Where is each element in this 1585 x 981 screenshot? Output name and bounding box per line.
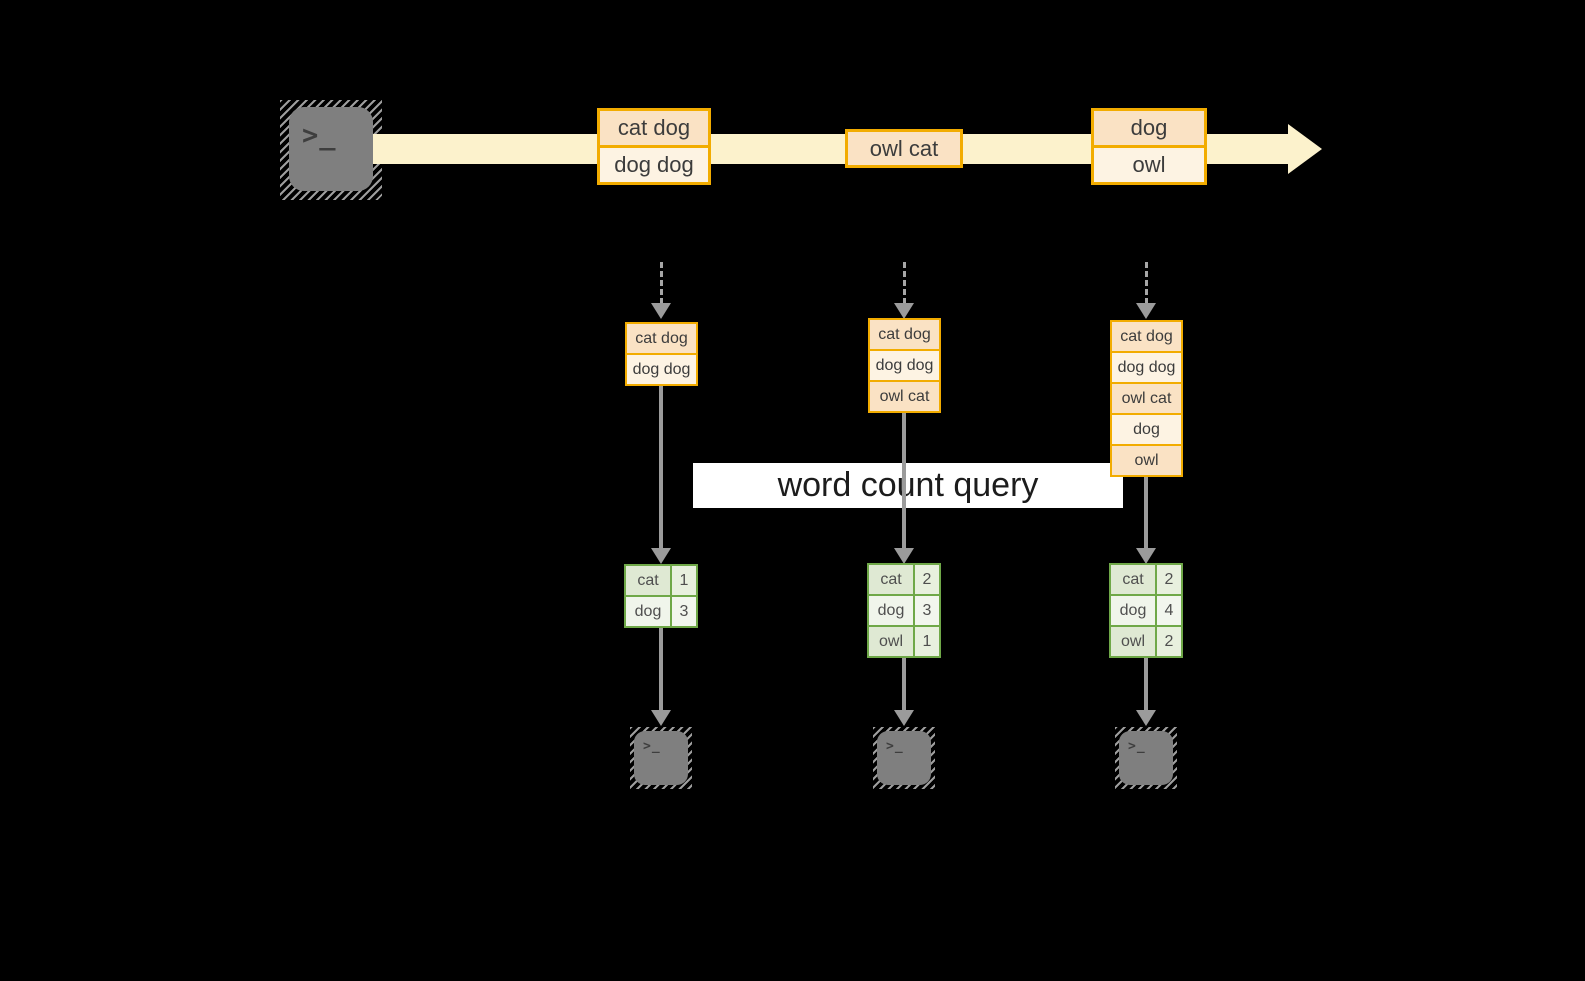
stream-batch-cell: dog dog (600, 148, 708, 182)
count-cell: 2 (1157, 565, 1181, 594)
connector-line (659, 386, 663, 550)
stream-batch-cell: owl (1094, 148, 1204, 182)
arrow-down-icon (894, 710, 914, 726)
arrow-down-icon (651, 710, 671, 726)
micro-batch-stack-3: cat dog dog dog owl cat dog owl (1110, 320, 1183, 477)
word-cell: dog (869, 596, 913, 625)
arrow-down-icon (1136, 710, 1156, 726)
terminal-prompt-glyph: >_ (643, 739, 661, 754)
count-cell: 1 (672, 566, 696, 595)
terminal-prompt-glyph: >_ (886, 739, 904, 754)
word-cell: cat (626, 566, 670, 595)
input-cell: cat dog (870, 320, 939, 349)
connector-line (902, 413, 906, 550)
connector-line (1144, 477, 1148, 550)
count-cell: 3 (915, 596, 939, 625)
connector-line (659, 628, 663, 712)
count-cell: 4 (1157, 596, 1181, 625)
timeline-arrowhead (1288, 124, 1322, 174)
input-cell: owl (1112, 446, 1181, 475)
arrow-down-icon (1136, 303, 1156, 319)
input-cell: owl cat (1112, 384, 1181, 413)
count-cell: 3 (672, 597, 696, 626)
input-cell: cat dog (1112, 322, 1181, 351)
stream-batch-cell: cat dog (600, 111, 708, 145)
terminal-icon: >_ (877, 731, 931, 785)
word-cell: dog (1111, 596, 1155, 625)
stream-batch-box-2: owl cat (845, 129, 963, 168)
query-label-band: word count query (693, 463, 1123, 508)
arrow-down-icon (894, 303, 914, 319)
stream-batch-box-1: cat dog dog dog (597, 108, 711, 185)
word-count-table-2: cat 2 dog 3 owl 1 (867, 563, 941, 658)
word-count-table-3: cat 2 dog 4 owl 2 (1109, 563, 1183, 658)
word-cell: cat (1111, 565, 1155, 594)
count-cell: 2 (1157, 627, 1181, 656)
query-label: word count query (777, 466, 1039, 504)
input-cell: dog dog (1112, 353, 1181, 382)
stream-batch-cell: dog (1094, 111, 1204, 145)
micro-batch-stack-1: cat dog dog dog (625, 322, 698, 386)
input-cell: dog dog (870, 351, 939, 380)
input-cell: dog dog (627, 355, 696, 384)
input-cell: dog (1112, 415, 1181, 444)
word-cell: owl (869, 627, 913, 656)
stream-batch-box-3: dog owl (1091, 108, 1207, 185)
terminal-icon: >_ (289, 107, 373, 191)
arrow-down-icon (894, 548, 914, 564)
connector-line (1144, 658, 1148, 712)
word-cell: owl (1111, 627, 1155, 656)
input-cell: owl cat (870, 382, 939, 411)
terminal-prompt-glyph: >_ (302, 120, 337, 151)
stream-batch-cell: owl cat (848, 132, 960, 165)
terminal-icon: >_ (634, 731, 688, 785)
arrow-down-icon (1136, 548, 1156, 564)
input-cell: cat dog (627, 324, 696, 353)
dashed-connector (660, 262, 663, 304)
connector-line (902, 658, 906, 712)
word-cell: dog (626, 597, 670, 626)
word-cell: cat (869, 565, 913, 594)
dashed-connector (1145, 262, 1148, 304)
micro-batch-stack-2: cat dog dog dog owl cat (868, 318, 941, 413)
word-count-table-1: cat 1 dog 3 (624, 564, 698, 628)
terminal-prompt-glyph: >_ (1128, 739, 1146, 754)
arrow-down-icon (651, 548, 671, 564)
arrow-down-icon (651, 303, 671, 319)
dashed-connector (903, 262, 906, 304)
count-cell: 1 (915, 627, 939, 656)
terminal-icon: >_ (1119, 731, 1173, 785)
count-cell: 2 (915, 565, 939, 594)
